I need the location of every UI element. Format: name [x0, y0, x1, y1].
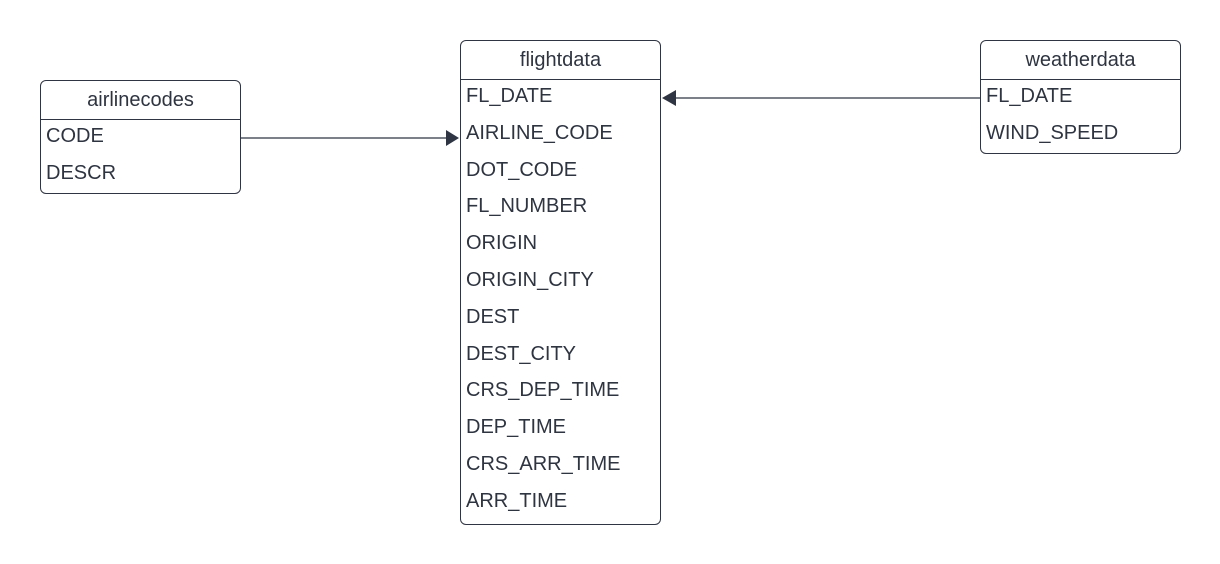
field-airline-code: AIRLINE_CODE [466, 121, 613, 144]
field-arr-time: ARR_TIME [466, 489, 568, 512]
field-dest: DEST [466, 305, 520, 328]
arrowhead-icon [446, 130, 459, 146]
entity-weatherdata[interactable]: weatherdata FL_DATE WIND_SPEED [980, 40, 1181, 154]
field-list: FL_DATE WIND_SPEED [981, 80, 1180, 159]
field-list: CODE DESCR [41, 120, 240, 200]
field-crs-arr-time: CRS_ARR_TIME [466, 452, 621, 475]
entity-flightdata[interactable]: flightdata FL_DATE AIRLINE_CODE DOT_CODE… [460, 40, 661, 525]
entity-airlinecodes[interactable]: airlinecodes CODE DESCR [40, 80, 241, 194]
field-fl-number: FL_NUMBER [466, 195, 588, 218]
entity-title: flightdata [461, 41, 660, 80]
field-origin-city: ORIGIN_CITY [466, 268, 594, 291]
relation-weatherdata-to-flightdata[interactable] [662, 90, 980, 106]
field-fl-date: FL_DATE [986, 85, 1073, 107]
field-descr: DESCR [46, 162, 117, 184]
entity-title: airlinecodes [41, 81, 240, 120]
field-list: FL_DATE AIRLINE_CODE DOT_CODE FL_NUMBER … [461, 80, 660, 528]
field-wind-speed: WIND_SPEED [986, 121, 1119, 144]
field-dot-code: DOT_CODE [466, 158, 578, 181]
entity-title: weatherdata [981, 41, 1180, 80]
field-crs-dep-time: CRS_DEP_TIME [466, 379, 620, 402]
relation-airlinecodes-to-flightdata[interactable] [241, 130, 459, 146]
field-dest-city: DEST_CITY [466, 342, 577, 365]
field-origin: ORIGIN [466, 232, 538, 255]
field-fl-date: FL_DATE [466, 85, 553, 107]
field-code: CODE [46, 125, 104, 147]
arrowhead-icon [662, 90, 676, 106]
field-dep-time: DEP_TIME [466, 416, 567, 439]
